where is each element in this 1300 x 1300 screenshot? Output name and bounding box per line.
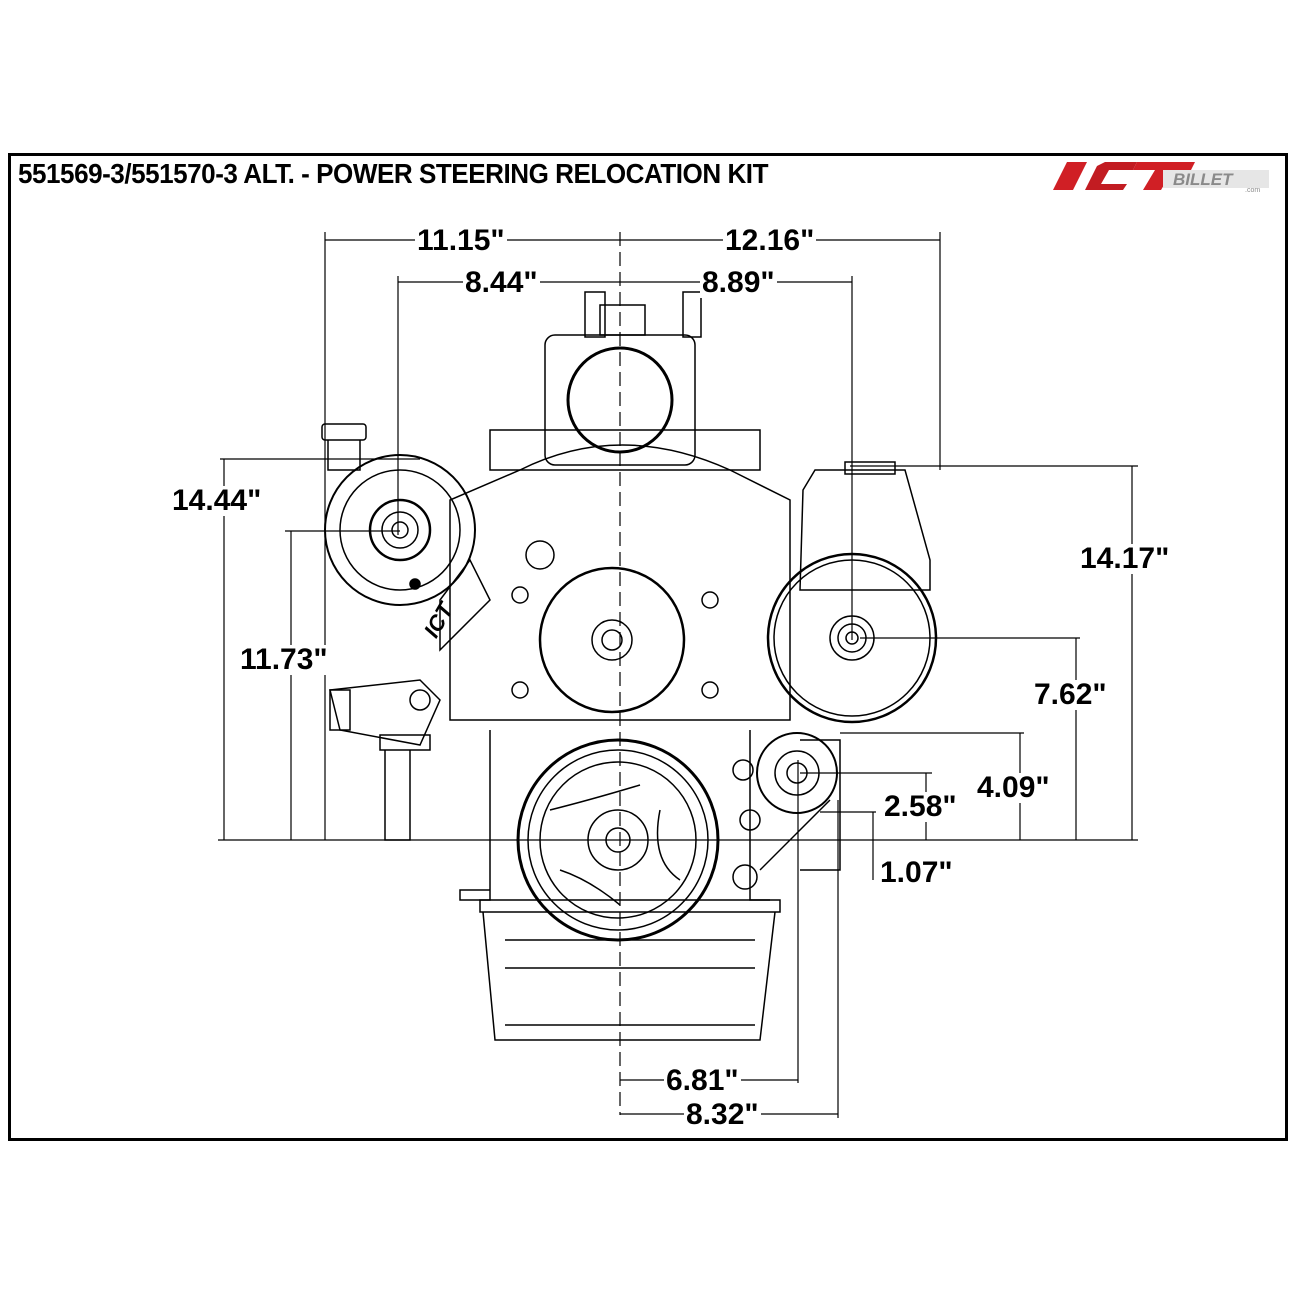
dim-idler-center-height: 2.58" — [882, 790, 959, 823]
ict-bracket — [439, 558, 491, 652]
tensioner-pulley — [756, 732, 838, 814]
dim-alt-top-height: 14.44" — [170, 484, 264, 517]
drawing-frame — [8, 153, 1288, 1141]
ps-pump-pulley — [766, 552, 938, 724]
throttle-bore — [566, 346, 674, 454]
dim-bottom-tensioner-offset: 8.32" — [684, 1098, 761, 1131]
idler-pulley — [732, 864, 758, 890]
intake-manifold — [489, 429, 761, 471]
engine-block — [449, 444, 791, 721]
ict-billet-logo: BILLET .com — [1053, 162, 1269, 194]
dim-bracket-height: 4.09" — [975, 771, 1052, 804]
dim-reservoir-top-height: 14.17" — [1078, 542, 1172, 575]
page-title: 551569-3/551570-3 ALT. - POWER STEERING … — [18, 158, 769, 189]
water-pump-pulley — [538, 566, 686, 714]
dim-ps-center-height: 7.62" — [1032, 678, 1109, 711]
dim-bottom-idler-offset: 6.81" — [664, 1064, 741, 1097]
thermostat-housing — [329, 679, 441, 746]
dim-lower-offset: 1.07" — [878, 856, 955, 889]
oil-pan — [482, 911, 776, 1041]
dim-right-ps-center: 8.89" — [700, 266, 777, 299]
ps-reservoir — [799, 469, 931, 591]
dim-right-outer-width: 12.16" — [723, 224, 817, 257]
dim-left-outer-width: 11.15" — [415, 224, 507, 257]
alternator — [324, 454, 476, 606]
svg-text:ICT: ICT — [419, 597, 459, 642]
svg-text:.com: .com — [1245, 187, 1260, 194]
svg-text:BILLET: BILLET — [1173, 170, 1234, 189]
dim-alt-center-height: 11.73" — [238, 643, 330, 676]
dim-left-alt-center: 8.44" — [463, 266, 540, 299]
